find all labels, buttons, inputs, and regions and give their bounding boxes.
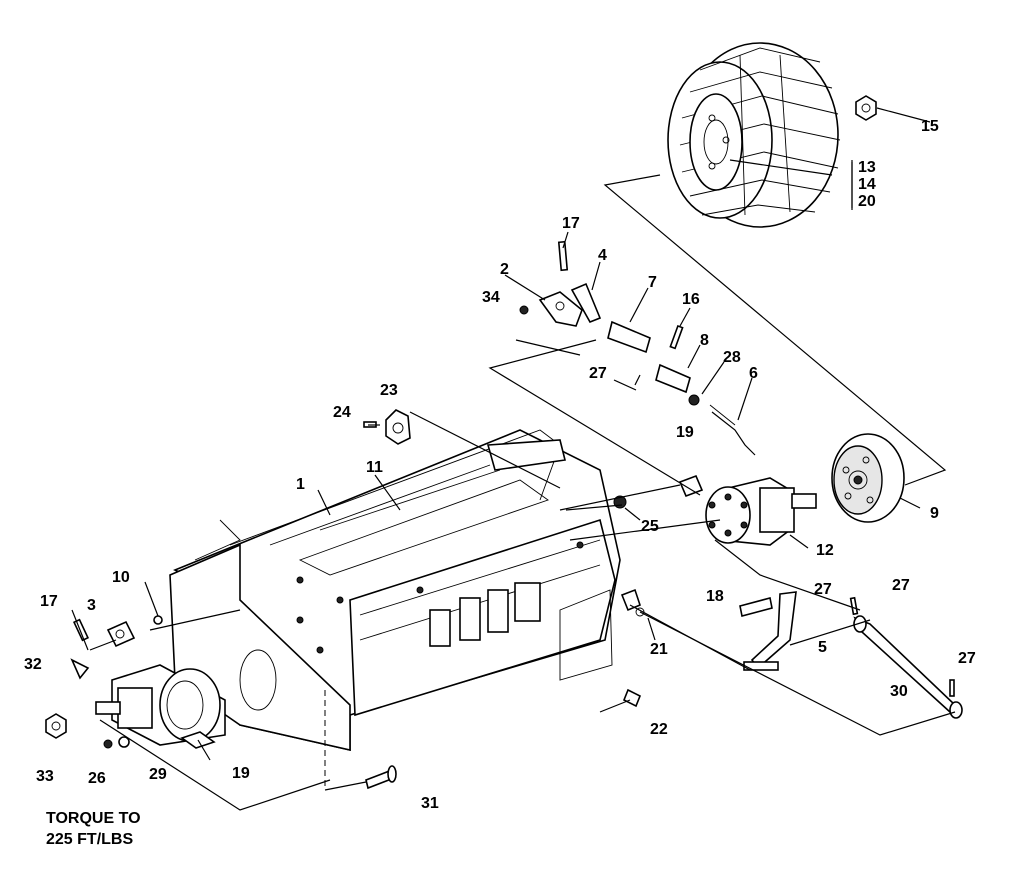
callout-15: 15 (921, 118, 939, 135)
callout-27-drum: 27 (892, 577, 910, 594)
callout-23: 23 (380, 382, 398, 399)
bearing-bracket (363, 409, 411, 445)
callout-20: 20 (858, 193, 876, 210)
main-frame (169, 429, 621, 752)
bolt-31 (365, 765, 397, 790)
callout-9: 9 (930, 505, 939, 522)
callout-27-rod: 27 (814, 581, 832, 598)
callout-5: 5 (818, 639, 827, 656)
callout-7: 7 (648, 274, 657, 291)
callout-27-end: 27 (958, 650, 976, 667)
callout-32: 32 (24, 656, 42, 673)
callout-10: 10 (112, 569, 130, 586)
hydraulic-motor-right (705, 477, 817, 546)
callout-13: 13 (858, 159, 876, 176)
torque-note-line2: 225 FT/LBS (46, 831, 133, 848)
torque-note: TORQUE TO 225 FT/LBS (46, 810, 141, 848)
callout-25: 25 (641, 518, 659, 535)
lug-nut (855, 95, 877, 121)
wheel-tire (667, 42, 841, 228)
callout-31: 31 (421, 795, 439, 812)
callout-19-right: 19 (676, 424, 694, 441)
callout-3: 3 (87, 597, 96, 614)
callout-33: 33 (36, 768, 54, 785)
callout-leaders (144, 231, 921, 641)
callout-21: 21 (650, 641, 668, 658)
callout-6: 6 (749, 365, 758, 382)
callout-24: 24 (333, 404, 351, 421)
assembly-lines (71, 107, 956, 811)
right-linkage (620, 588, 963, 719)
callout-labels: 1 2 3 4 5 6 7 8 9 10 11 12 13 14 15 16 1… (24, 118, 976, 812)
callout-22: 22 (650, 721, 668, 738)
callout-17-left: 17 (40, 593, 58, 610)
hydraulic-motor-left (95, 664, 226, 746)
callout-29: 29 (149, 766, 167, 783)
callout-8: 8 (700, 332, 709, 349)
callout-2: 2 (500, 261, 509, 278)
brake-linkage (519, 240, 756, 456)
callout-16: 16 (682, 291, 700, 308)
callout-11: 11 (366, 459, 383, 476)
callout-14: 14 (858, 176, 876, 193)
torque-note-line1: TORQUE TO (46, 810, 141, 827)
callout-18: 18 (706, 588, 724, 605)
callout-4: 4 (598, 247, 607, 264)
roller-pin-right (678, 474, 704, 498)
brake-drum (831, 433, 905, 523)
callout-34: 34 (482, 289, 500, 306)
callout-12: 12 (816, 542, 834, 559)
callout-30: 30 (890, 683, 908, 700)
callout-26: 26 (88, 770, 106, 787)
callout-27-linkage: 27 (589, 365, 607, 382)
callout-17-top: 17 (562, 215, 580, 232)
callout-19-left: 19 (232, 765, 250, 782)
callout-1: 1 (296, 476, 305, 493)
callout-28: 28 (723, 349, 741, 366)
